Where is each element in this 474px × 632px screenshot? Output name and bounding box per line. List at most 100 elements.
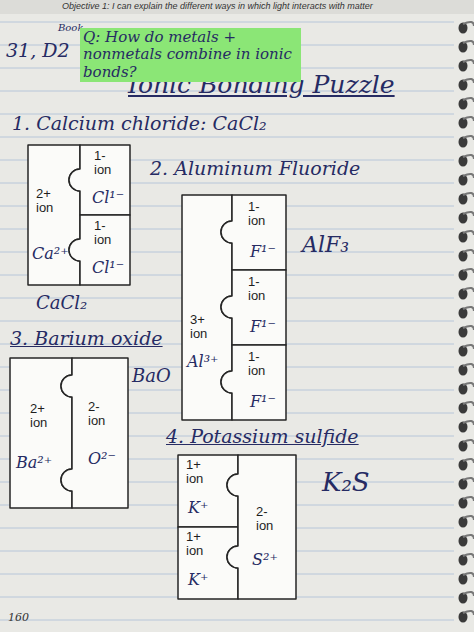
puzzle-piece: 2+ ionCa²⁺ bbox=[28, 145, 80, 285]
charge-label: 1+ ion bbox=[186, 530, 216, 557]
spiral-ring bbox=[459, 516, 474, 528]
puzzle-piece: 1- ionF¹⁻ bbox=[232, 195, 286, 270]
binding-hole bbox=[459, 593, 468, 604]
puzzle-piece: 1- ionF¹⁻ bbox=[232, 345, 286, 420]
ion-symbol: Cl¹⁻ bbox=[92, 259, 124, 277]
spiral-ring bbox=[459, 459, 474, 471]
binding-hole bbox=[459, 270, 468, 281]
spiral-ring bbox=[459, 136, 474, 148]
binding-hole bbox=[459, 441, 468, 452]
charge-label: 2+ ion bbox=[36, 187, 66, 214]
binding-hole bbox=[459, 61, 468, 72]
spiral-wire bbox=[463, 383, 474, 387]
ruled-line bbox=[0, 620, 454, 621]
spiral-ring bbox=[459, 22, 474, 34]
ion-symbol: F¹⁻ bbox=[250, 243, 276, 261]
binding-hole bbox=[459, 137, 468, 148]
spiral-wire bbox=[463, 117, 474, 121]
spiral-ring bbox=[459, 611, 474, 623]
spiral-ring bbox=[459, 174, 474, 186]
binding-hole bbox=[459, 194, 468, 205]
spiral-ring bbox=[459, 326, 474, 338]
spiral-wire bbox=[463, 421, 474, 425]
spiral-wire bbox=[463, 250, 474, 254]
binding-hole bbox=[459, 327, 468, 338]
formula: K₂S bbox=[322, 468, 370, 498]
spiral-wire bbox=[463, 345, 474, 349]
ion-symbol: F¹⁻ bbox=[250, 393, 276, 411]
ruled-line bbox=[0, 137, 454, 138]
binding-hole bbox=[459, 403, 468, 414]
spiral-binding bbox=[459, 22, 474, 623]
spiral-ring bbox=[459, 478, 474, 490]
ion-symbol: Cl¹⁻ bbox=[92, 189, 124, 207]
spiral-wire bbox=[463, 307, 474, 311]
binding-hole bbox=[459, 460, 468, 471]
piece-edge bbox=[69, 145, 130, 215]
spiral-wire bbox=[463, 459, 474, 463]
piece-outline bbox=[28, 145, 80, 285]
ion-symbol: Ca²⁺ bbox=[32, 245, 69, 263]
binding-hole bbox=[459, 80, 468, 91]
charge-label: 2- ion bbox=[256, 505, 286, 532]
charge-label: 2- ion bbox=[88, 400, 118, 427]
piece-edge bbox=[221, 345, 286, 420]
spiral-wire bbox=[463, 79, 474, 83]
piece-edge bbox=[69, 215, 130, 285]
section-heading: 4. Potassium sulfide bbox=[166, 426, 359, 448]
ion-symbol: S²⁺ bbox=[252, 551, 278, 569]
spiral-ring bbox=[459, 60, 474, 72]
ion-symbol: F¹⁻ bbox=[250, 318, 276, 336]
binding-hole bbox=[459, 42, 468, 53]
spiral-wire bbox=[463, 478, 474, 482]
charge-label: 3+ ion bbox=[190, 313, 220, 340]
spiral-ring bbox=[459, 98, 474, 110]
binding-hole bbox=[459, 498, 468, 509]
binding-hole bbox=[459, 308, 468, 319]
binding-hole bbox=[459, 365, 468, 376]
spiral-ring bbox=[459, 250, 474, 262]
spiral-ring bbox=[459, 212, 474, 224]
spiral-wire bbox=[463, 22, 474, 26]
binding-hole bbox=[459, 232, 468, 243]
puzzle-piece: 2- ionS²⁺ bbox=[238, 455, 296, 599]
binding-hole bbox=[459, 479, 468, 490]
formula: AlF₃ bbox=[302, 232, 349, 257]
spiral-wire bbox=[463, 554, 474, 558]
spiral-ring bbox=[459, 497, 474, 509]
spiral-wire bbox=[463, 573, 474, 577]
piece-outline bbox=[72, 358, 128, 508]
ion-symbol: K⁺ bbox=[188, 499, 208, 517]
ion-symbol: O²⁻ bbox=[88, 450, 116, 468]
spiral-wire bbox=[463, 136, 474, 140]
spiral-wire bbox=[463, 326, 474, 330]
spiral-wire bbox=[463, 516, 474, 520]
charge-label: 1- ion bbox=[94, 149, 124, 176]
formula: BaO bbox=[132, 366, 171, 387]
ion-symbol: Ba²⁺ bbox=[16, 454, 52, 472]
piece-edge bbox=[28, 145, 80, 285]
spiral-wire bbox=[463, 41, 474, 45]
spiral-wire bbox=[463, 364, 474, 368]
binding-hole bbox=[459, 213, 468, 224]
spiral-wire bbox=[463, 402, 474, 406]
puzzle-piece: 2- ionO²⁻ bbox=[72, 358, 128, 508]
spiral-wire bbox=[463, 611, 474, 615]
charge-label: 1- ion bbox=[94, 219, 124, 246]
spiral-ring bbox=[459, 573, 474, 585]
spiral-wire bbox=[463, 592, 474, 596]
binding-hole bbox=[459, 346, 468, 357]
piece-edge bbox=[61, 358, 128, 508]
spiral-ring bbox=[459, 193, 474, 205]
section-heading: 2. Aluminum Fluoride bbox=[150, 158, 360, 180]
spiral-ring bbox=[459, 288, 474, 300]
spiral-wire bbox=[463, 155, 474, 159]
question-text: Q: How do metals + nonmetals combine in … bbox=[80, 28, 301, 82]
charge-label: 1+ ion bbox=[186, 458, 216, 485]
spiral-ring bbox=[459, 345, 474, 357]
spiral-wire bbox=[463, 231, 474, 235]
binding-hole bbox=[459, 536, 468, 547]
binding-hole bbox=[459, 574, 468, 585]
ion-symbol: K⁺ bbox=[188, 571, 208, 589]
